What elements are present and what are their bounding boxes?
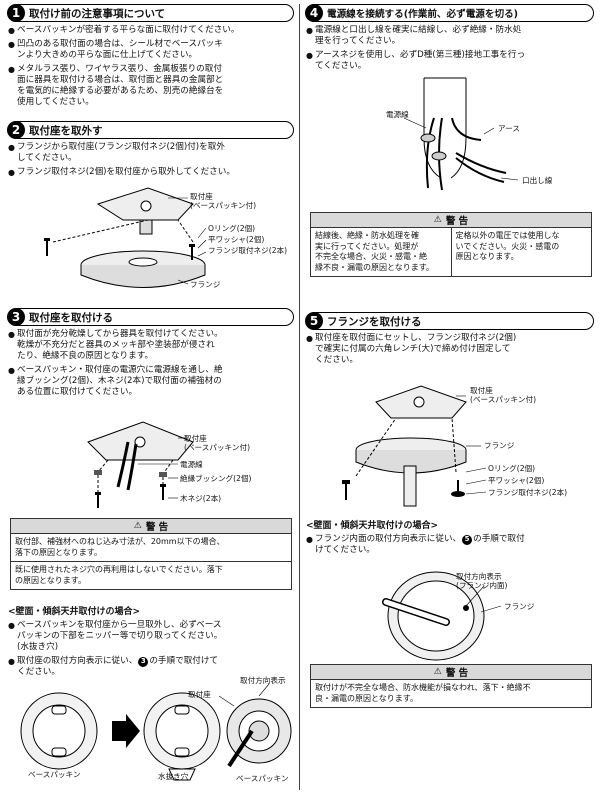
warning-text: 定格以外の電圧では使用しないでください。火災・感電の原因となります。 (450, 228, 592, 276)
label-drain: 水抜き穴 (158, 772, 189, 781)
label-lead-wire: 口出し線 (522, 176, 553, 185)
section-5: 5 フランジを取付ける 取付座を取付面にセットし、フランジ取付ネジ(2個)で確実… (305, 312, 594, 366)
label-packing: ベースパッキン (236, 774, 289, 783)
bullet: 取付面が充分乾燥してから器具を取付けてください。乾燥が不充分だと器具のメッキ部や… (8, 329, 294, 362)
warning-grid: 結線後、絶縁・防水処理を確実に行ってください。処理が不完全な場合、火災・感電・絶… (311, 228, 591, 276)
section-title: 電源線を接続する(作業前、必ず電源を切る) (327, 9, 519, 20)
label-earth: アース (498, 124, 520, 133)
bullet: 凹凸のある取付面の場合は、シール材でベースパッキンより大きめの平らな面に仕上げて… (8, 39, 294, 61)
warning-header: ⚠警 告 (11, 519, 291, 534)
bullet: ベースパッキンが密着する平らな面に取付けてください。 (8, 25, 294, 36)
warning-icon: ⚠ (133, 521, 142, 531)
label-oring: Oリング(2個) (208, 224, 256, 233)
column-divider (299, 4, 300, 790)
section-3-header: 3 取付座を取付ける (7, 308, 294, 326)
flange-inner-illustration (382, 571, 502, 661)
section-1-header: 1 取付け前の注意事項について (7, 4, 294, 22)
label-flange: フランジ (190, 280, 221, 289)
label-seat: 取付座(ベースパッキン付) (184, 434, 251, 452)
label-direction: 取付方向表示 (240, 676, 286, 685)
warning-title: 警 告 (145, 522, 169, 533)
section-5-header: 5 フランジを取付ける (305, 312, 594, 330)
bullet: ベースパッキンを取付座から一旦取外し、必ずベースパッキンの下部をニッパー等で切り… (8, 620, 294, 653)
warning-text: 既に使用されたネジ穴の再利用はしないでください。落下の原因となります。 (11, 561, 291, 589)
warning-box-5: ⚠警 告 取付けが不完全な場合、防水機能が損なわれ、落下・絶縁不良・漏電の原因と… (310, 664, 592, 708)
step-number: 5 (305, 312, 323, 330)
section-title: 取付座を取外す (29, 124, 103, 137)
bullet: ベースパッキン・取付座の電源穴に電源線を通し、絶縁ブッシング(2個)、木ネジ(2… (8, 365, 294, 398)
step-ref: 3 (138, 656, 149, 667)
warning-title: 警 告 (445, 216, 469, 227)
section-4: 4 電源線を接続する(作業前、必ず電源を切る) 電源線と口出し線を確実に結線し、… (305, 4, 594, 72)
label-screw: フランジ取付ネジ(2本) (208, 246, 288, 255)
step-number: 4 (305, 4, 323, 22)
warning-box-4: ⚠警 告 結線後、絶縁・防水処理を確実に行ってください。処理が不完全な場合、火災… (310, 212, 592, 277)
warning-icon: ⚠ (433, 215, 442, 225)
label-power-wire: 電源線 (386, 110, 409, 119)
section-1: 1 取付け前の注意事項について ベースパッキンが密着する平らな面に取付けてくださ… (7, 4, 294, 108)
label-flange: フランジ (504, 602, 535, 611)
remove-seat-illustration (44, 187, 207, 288)
wall-seat-illustration (20, 683, 292, 781)
label-packing: ベースパッキン (28, 770, 81, 779)
warning-title: 警 告 (445, 668, 469, 679)
warning-text: 結線後、絶縁・防水処理を確実に行ってください。処理が不完全な場合、火災・感電・絶… (315, 231, 434, 272)
section-title: 取付け前の注意事項について (29, 7, 166, 20)
bullet: メタルラス張り、ワイヤラス張り、金属板張りの取付面に器具を取付ける場合は、取付面… (8, 64, 294, 108)
label-screw: フランジ取付ネジ(2本) (488, 488, 568, 497)
label-seat: 取付座(ベースパッキン付) (470, 386, 537, 404)
warning-box-3: ⚠警 告 取付部、補強材へのねじ込み寸法が、20mm以下の場合、落下の原因となり… (10, 518, 292, 590)
label-washer: 平ワッシャ(2個) (488, 476, 545, 485)
bullet: フランジ取付ネジ(2個)を取付座から取外してください。 (8, 167, 294, 178)
warning-header: ⚠警 告 (311, 213, 591, 228)
attach-seat-illustration (87, 421, 194, 508)
warning-icon: ⚠ (433, 667, 442, 677)
subsection-title: <壁面・傾斜天井取付けの場合> (306, 521, 439, 531)
section-4-header: 4 電源線を接続する(作業前、必ず電源を切る) (305, 4, 594, 22)
bullet: 取付座を取付面にセットし、フランジ取付ネジ(2個)で確実に付属の六角レンチ(大)… (306, 333, 594, 366)
warning-text: 取付部、補強材へのねじ込み寸法が、20mm以下の場合、落下の原因となります。 (15, 537, 225, 557)
step-number: 1 (7, 4, 25, 22)
wall-mount-5: <壁面・傾斜天井取付けの場合> フランジ内面の取付方向表示に従い、5の手順で取付… (306, 512, 594, 556)
warning-text: 取付けが不完全な場合、防水機能が損なわれ、落下・絶縁不良・漏電の原因となります。 (315, 683, 531, 703)
section-title: 取付座を取付ける (29, 311, 113, 324)
step-number: 2 (7, 121, 25, 139)
section-2: 2 取付座を取外す フランジから取付座(フランジ取付ネジ(2個)付)を取外してく… (7, 121, 294, 178)
label-direction: 取付方向表示(フランジ内面) (456, 572, 508, 590)
label-power-wire: 電源線 (180, 460, 203, 469)
label-bushing: 絶縁ブッシング(2個) (180, 474, 252, 483)
wall-mount-3: <壁面・傾斜天井取付けの場合> ベースパッキンを取付座から一旦取外し、必ずベース… (8, 598, 294, 678)
step-number: 3 (7, 308, 25, 326)
label-oring: Oリング(2個) (488, 464, 536, 473)
wire-connection-illustration (403, 77, 519, 191)
section-title: フランジを取付ける (327, 315, 422, 328)
label-seat: 取付座(ベースパッキン付) (190, 192, 257, 210)
label-washer: 平ワッシャ(2個) (208, 235, 265, 244)
label-wood-screw: 木ネジ(2本) (180, 494, 222, 503)
section-3: 3 取付座を取付ける 取付面が充分乾燥してから器具を取付けてください。乾燥が不充… (7, 308, 294, 398)
label-flange: フランジ (484, 441, 515, 450)
attach-flange-illustration (342, 385, 487, 507)
step-ref: 5 (462, 534, 473, 545)
warning-header: ⚠警 告 (311, 665, 591, 680)
label-seat: 取付座 (188, 690, 211, 699)
subsection-title: <壁面・傾斜天井取付けの場合> (8, 607, 141, 617)
section-2-header: 2 取付座を取外す (7, 121, 294, 139)
